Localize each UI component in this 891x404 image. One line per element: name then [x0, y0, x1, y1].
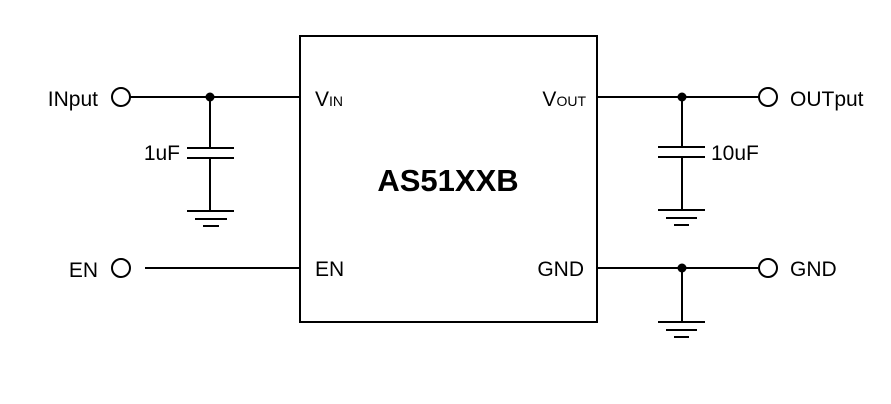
input-capacitor [187, 97, 234, 211]
input-terminal-label: INput [48, 88, 98, 111]
output-capacitor [658, 97, 705, 210]
gnd-terminal-label: GND [790, 258, 837, 281]
ground-symbol [658, 209, 705, 226]
ground-symbol [658, 268, 705, 338]
en-terminal-label: EN [69, 259, 98, 282]
pin-vout-label: VOUT [542, 88, 586, 111]
input-cap-label: 1uF [144, 142, 180, 165]
output-terminal-label: OUTput [790, 88, 864, 111]
ground-symbol [187, 210, 234, 227]
pin-gnd-label: GND [537, 258, 584, 281]
output-cap-label: 10uF [711, 142, 759, 165]
pin-en-label: EN [315, 258, 344, 281]
chip-name: AS51XXB [377, 163, 518, 198]
output-terminal [758, 87, 778, 107]
input-terminal [111, 87, 131, 107]
chip-body [299, 35, 598, 323]
gnd-terminal [758, 258, 778, 278]
en-terminal [111, 258, 131, 278]
pin-vin-label: VIN [315, 88, 343, 111]
